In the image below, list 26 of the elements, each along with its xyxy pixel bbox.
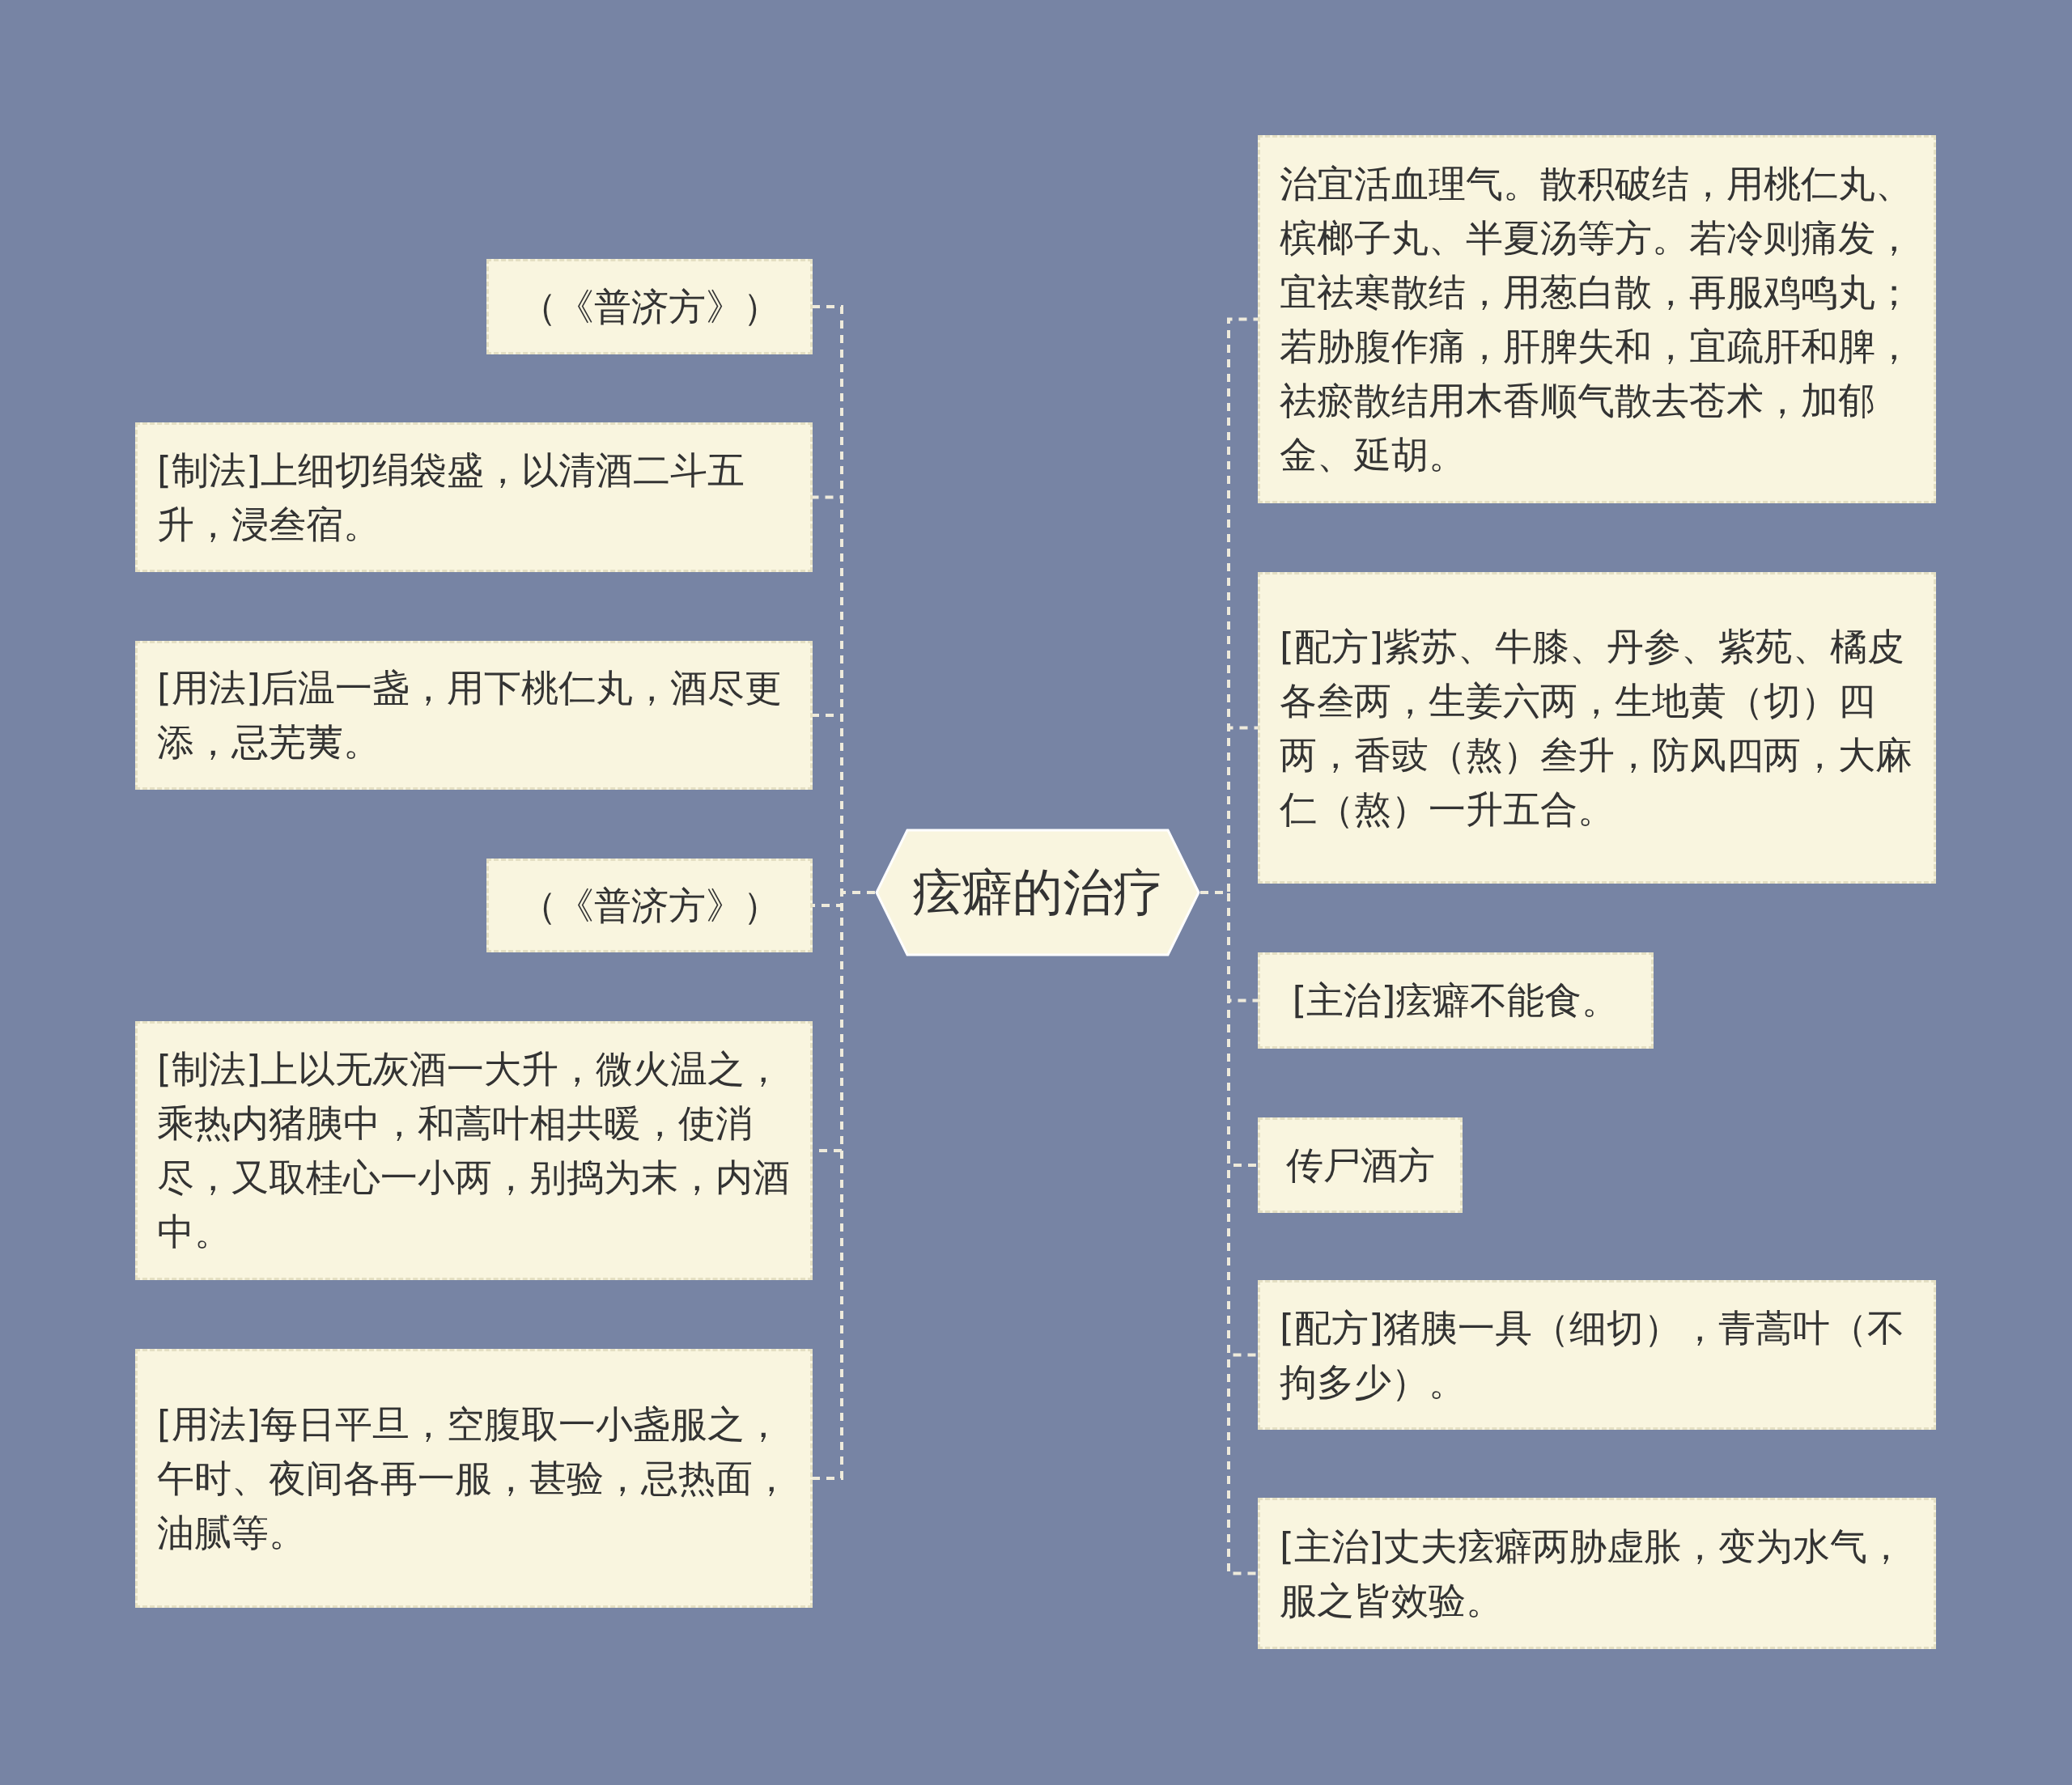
text-card [1258, 952, 1654, 1049]
text-card [1258, 572, 1936, 884]
card-text: [配方]紫苏、牛膝、丹参、紫苑、橘皮各叁两，生姜六两，生地黄（切）四两，香豉（熬）叁升，防风四两，大麻仁（熬）一升五合。 [1280, 623, 1913, 833]
topic-title: 痃癖的治疗 [912, 867, 1163, 918]
text-card [486, 259, 813, 354]
card-text: [主治]丈夫痃癖两胁虚胀，变为水气，服之皆效验。 [1280, 1523, 1905, 1624]
text-card [135, 1021, 813, 1280]
text-card [486, 859, 813, 952]
central-topic-hexagon [875, 829, 1200, 956]
card-text: [用法]后温一盏，用下桃仁丸，酒尽更添，忌芜荑。 [157, 665, 783, 765]
card-text: （《普济方》） [518, 882, 781, 929]
text-card [135, 1349, 813, 1608]
text-card [1258, 135, 1936, 503]
card-text: [配方]猪胰一具（细切），青蒿叶（不拘多少）。 [1280, 1304, 1905, 1406]
card-text: 治宜活血理气。散积破结，用桃仁丸、槟榔子丸、半夏汤等方。若冷则痛发，宜祛寒散结，用葱白散，再服鸡鸣丸；若胁腹作痛，肝脾失和，宜疏肝和脾，祛瘀散结用木香顺气散去苍术，加郁金、延胡。 [1280, 160, 1913, 478]
card-text: [制法]上以无灰酒一大升，微火温之，乘热内猪胰中，和蒿叶相共暖，使消尽，又取桂心一小两，别捣为末，内酒中。 [157, 1046, 791, 1255]
text-card [1258, 1498, 1936, 1649]
card-text: 传尸酒方 [1284, 1142, 1436, 1189]
card-text: [主治]痃癖不能食。 [1291, 977, 1620, 1024]
text-card [135, 422, 813, 572]
card-text: [制法]上细切绢袋盛，以清酒二斗五升，浸叁宿。 [157, 447, 745, 548]
card-text: [用法]每日平旦，空腹取一小盏服之，午时、夜间各再一服，甚验，忌热面，油腻等。 [157, 1401, 791, 1556]
card-text: （《普济方》） [518, 283, 781, 330]
text-card [135, 641, 813, 790]
text-card [1258, 1117, 1463, 1213]
text-card [1258, 1280, 1936, 1430]
